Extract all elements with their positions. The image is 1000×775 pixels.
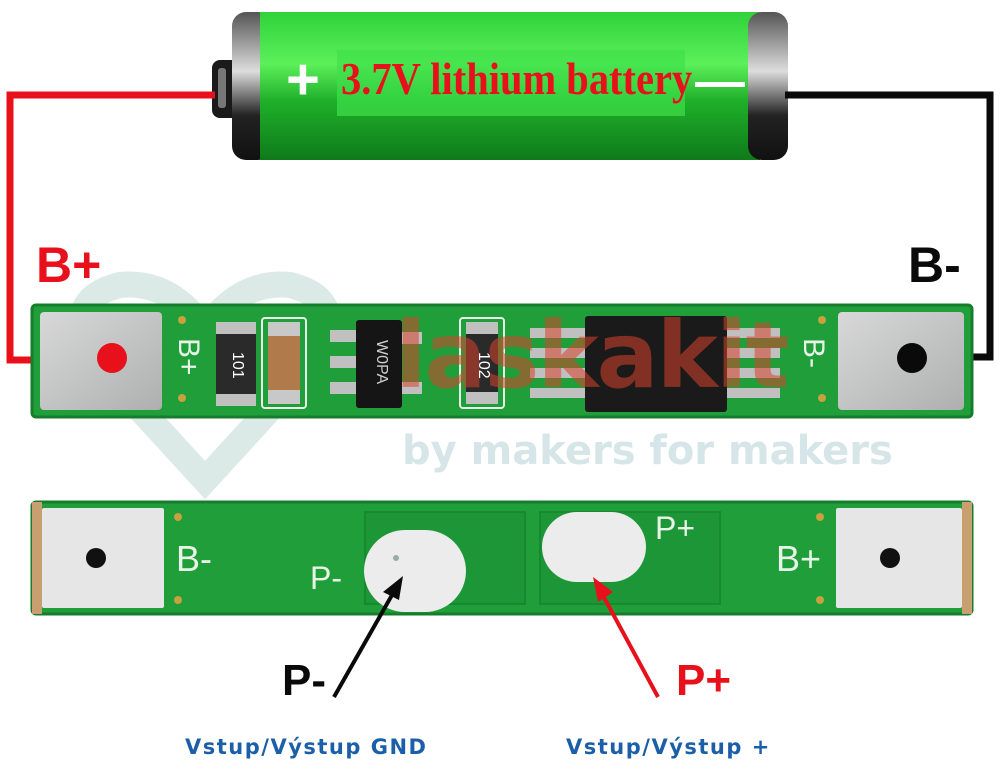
bottom-silk-b-minus: B- <box>176 538 212 579</box>
watermark-tagline: by makers for makers <box>402 428 893 474</box>
p-minus-label: P- <box>282 656 326 705</box>
battery-label: 3.7V lithium battery <box>341 53 693 104</box>
pcb-bottom <box>30 500 974 616</box>
res-101-code: 101 <box>229 352 246 379</box>
battery-label-box <box>337 50 685 116</box>
b-plus-label: B+ <box>36 237 102 293</box>
b-minus-solder-dot <box>897 343 927 373</box>
res-102-code: 102 <box>475 352 492 379</box>
b-minus-label: B- <box>908 237 961 293</box>
battery-plus-sign: + <box>286 47 320 112</box>
top-silk-b-minus: B- <box>797 338 830 368</box>
p-minus-caption: Vstup/Výstup GND <box>185 735 428 759</box>
b-plus-solder-dot <box>97 343 127 373</box>
bottom-silk-p-plus: P+ <box>655 510 696 546</box>
bottom-silk-b-plus: B+ <box>776 538 822 579</box>
battery-minus-sign: — <box>695 53 745 109</box>
p-minus-pad <box>364 530 466 612</box>
p-plus-label: P+ <box>676 656 732 705</box>
bottom-silk-p-minus: P- <box>310 560 342 596</box>
watermark-brand: laskakit <box>395 302 789 409</box>
p-minus-arrow <box>332 576 403 698</box>
p-plus-arrow <box>593 577 660 698</box>
pcb-top <box>30 303 974 419</box>
top-silk-b-plus: B+ <box>172 338 205 376</box>
p-plus-pad <box>542 512 646 582</box>
ic-mark: W0PA <box>373 340 390 385</box>
battery <box>212 12 788 160</box>
p-plus-caption: Vstup/Výstup + <box>566 735 771 759</box>
